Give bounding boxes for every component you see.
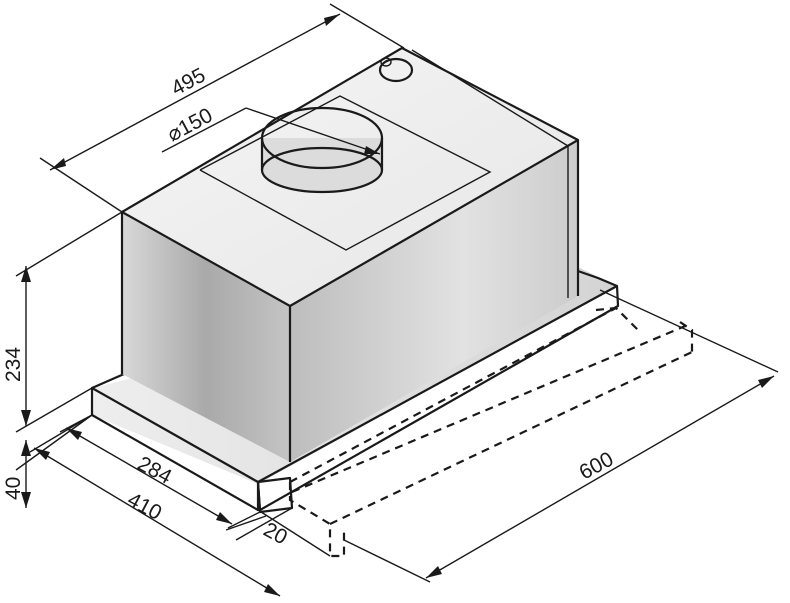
dim-600-line xyxy=(425,375,775,579)
label-495: 495 xyxy=(168,64,210,101)
dim-150-line xyxy=(245,107,381,155)
label-40: 40 xyxy=(2,477,25,500)
knob-ellipse xyxy=(378,57,414,83)
dim-495-ext-right xyxy=(329,3,405,49)
dim-234-arrow-top xyxy=(21,266,31,282)
dim-284-arrow-right xyxy=(216,512,232,524)
body-top-back-edge xyxy=(411,49,569,147)
dashed-rail-top xyxy=(291,322,691,494)
dim-495-arrow-left xyxy=(50,158,66,170)
body-outline xyxy=(120,46,580,374)
label-410: 410 xyxy=(124,488,166,525)
dim-600-ext-left xyxy=(343,539,431,583)
tray-edge-back xyxy=(574,268,618,288)
dimension-lines xyxy=(15,3,779,597)
dashed-end-block xyxy=(679,321,694,352)
dashed-rail-bottom xyxy=(329,351,693,525)
dashed-inner xyxy=(595,306,641,333)
label-284: 284 xyxy=(134,452,176,489)
dim-495-line xyxy=(49,13,341,171)
dim-410-arrow-left xyxy=(34,448,50,460)
duct-collar xyxy=(260,106,384,194)
hood-body xyxy=(120,46,580,462)
dim-40-ext-bottom xyxy=(15,414,93,471)
duct-top-ellipse xyxy=(260,106,384,170)
dim-234-ext-top xyxy=(15,211,123,277)
dim-495-ext-left xyxy=(39,157,123,213)
body-side-face xyxy=(290,140,578,462)
dim-410-line xyxy=(33,447,281,597)
tray-edge-top xyxy=(91,372,125,390)
dim-410-arrow-right xyxy=(264,584,280,596)
dim-600-arrow-right xyxy=(758,376,774,388)
dim-410-ext-left xyxy=(29,414,93,453)
dim-284-line xyxy=(65,427,233,525)
dim-20-ext-2 xyxy=(235,507,293,541)
label-234: 234 xyxy=(2,347,25,382)
body-front-face xyxy=(122,212,290,462)
dim-150-arrow xyxy=(364,146,380,154)
dim-495-arrow-right xyxy=(324,14,340,26)
knob-cap xyxy=(380,57,392,67)
dim-410-ext-right xyxy=(257,509,331,557)
label-600: 600 xyxy=(576,448,618,485)
dashed-upper-front xyxy=(289,307,617,483)
dim-20-ext xyxy=(227,511,261,529)
rear-knob xyxy=(378,57,414,83)
dim-234-ext-bottom xyxy=(15,387,93,433)
dim-40-arrow-top xyxy=(21,440,31,456)
dim-600-arrow-left xyxy=(426,566,442,578)
top-panel-outline xyxy=(199,95,492,251)
label-diameter-150: ⌀150 xyxy=(164,104,217,147)
dim-150-leader xyxy=(161,107,247,153)
dashed-front-block xyxy=(288,482,346,558)
duct-cylinder xyxy=(262,138,382,192)
extended-slide-dashed xyxy=(288,306,694,558)
dim-40-arrow-bottom xyxy=(21,492,31,508)
label-20: 20 xyxy=(260,518,291,549)
dim-234-arrow-bottom xyxy=(21,410,31,426)
dim-284-arrow-left xyxy=(66,428,82,440)
dim-20-line xyxy=(225,515,267,531)
dim-600-ext-right xyxy=(599,289,779,373)
